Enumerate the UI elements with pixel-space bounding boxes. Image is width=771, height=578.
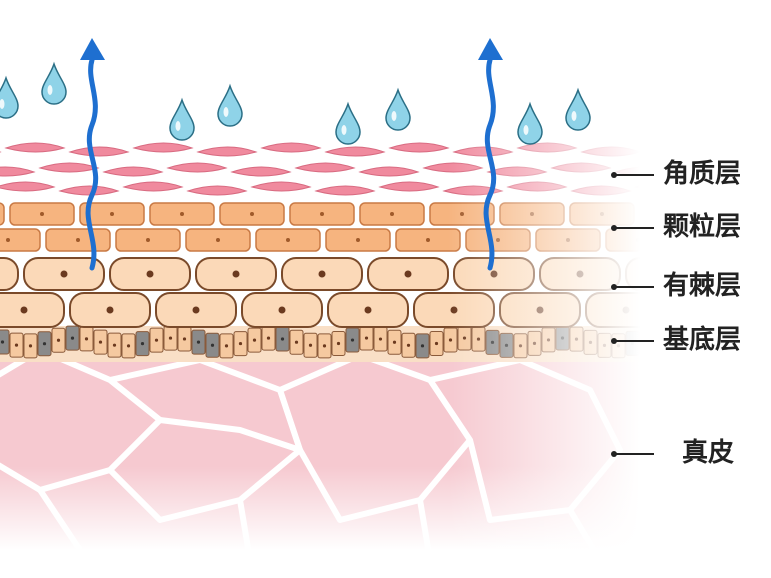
droplet-highlight [224,107,229,117]
label-stratum-granulosum: 颗粒层 [663,214,741,240]
fade-overlay [0,130,640,550]
leader-line-spinosum [614,286,654,288]
leader-line-dermis [614,453,654,455]
label-stratum-spinosum: 有棘层 [663,273,741,299]
droplet-highlight [48,85,53,95]
water-droplet-icon [518,104,542,144]
label-stratum-corneum: 角质层 [663,161,741,187]
leader-line-granulosum [614,227,654,229]
leader-line-basale [614,340,654,342]
droplet-highlight [572,111,577,121]
droplet-highlight [342,125,347,135]
corneum-flake [646,143,704,152]
leader-line-corneum [614,174,654,176]
label-dermis: 真皮 [682,440,734,466]
water-droplet-icon [386,90,410,130]
droplet-highlight [176,121,181,131]
water-droplet-icon [170,100,194,140]
droplet-highlight [524,125,529,135]
water-droplet-icon [42,64,66,104]
droplet-highlight [392,111,397,121]
water-droplet-icon [566,90,590,130]
label-stratum-basale: 基底层 [663,327,741,353]
water-droplet-icon [218,86,242,126]
water-droplet-icon [0,78,18,118]
water-droplet-icon [336,104,360,144]
